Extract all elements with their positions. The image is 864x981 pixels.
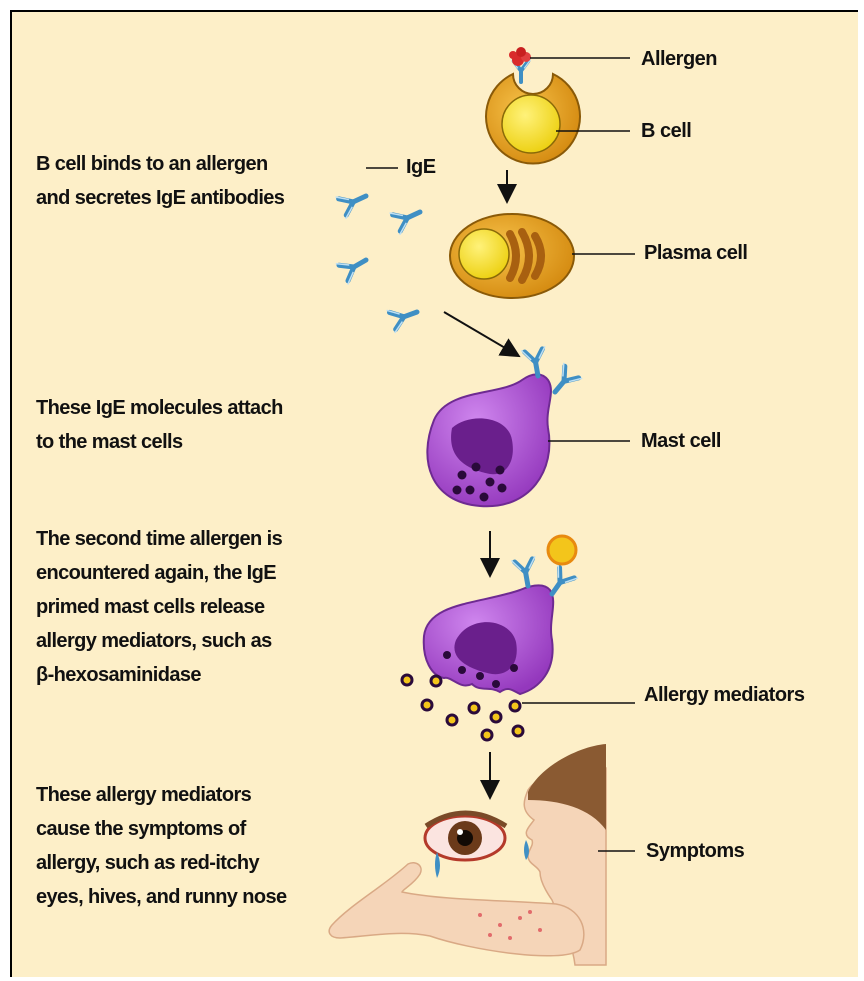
symptoms-graphic	[329, 744, 635, 965]
mast-cell-label: Mast cell	[641, 430, 721, 453]
step-1-description: B cell binds to an allergen and secretes…	[36, 147, 284, 215]
plasma-cell-label: Plasma cell	[644, 242, 747, 265]
step-4-description: These allergy mediators cause the sympto…	[36, 778, 287, 914]
b-cell-label: B cell	[641, 120, 691, 143]
step-3-description: The second time allergen is encountered …	[36, 522, 282, 692]
plasma-cell-graphic	[450, 214, 635, 298]
mast-cell-graphic	[427, 346, 630, 506]
free-ige-antibodies	[336, 168, 426, 333]
allergen-label: Allergen	[641, 48, 717, 71]
b-cell-graphic	[486, 47, 630, 164]
ige-label: IgE	[406, 156, 436, 179]
symptoms-label: Symptoms	[646, 840, 744, 863]
mast-cell-degranulating-graphic	[424, 536, 578, 694]
step-2-description: These IgE molecules attach to the mast c…	[36, 391, 283, 459]
allergy-mediators-label: Allergy mediators	[644, 684, 804, 707]
